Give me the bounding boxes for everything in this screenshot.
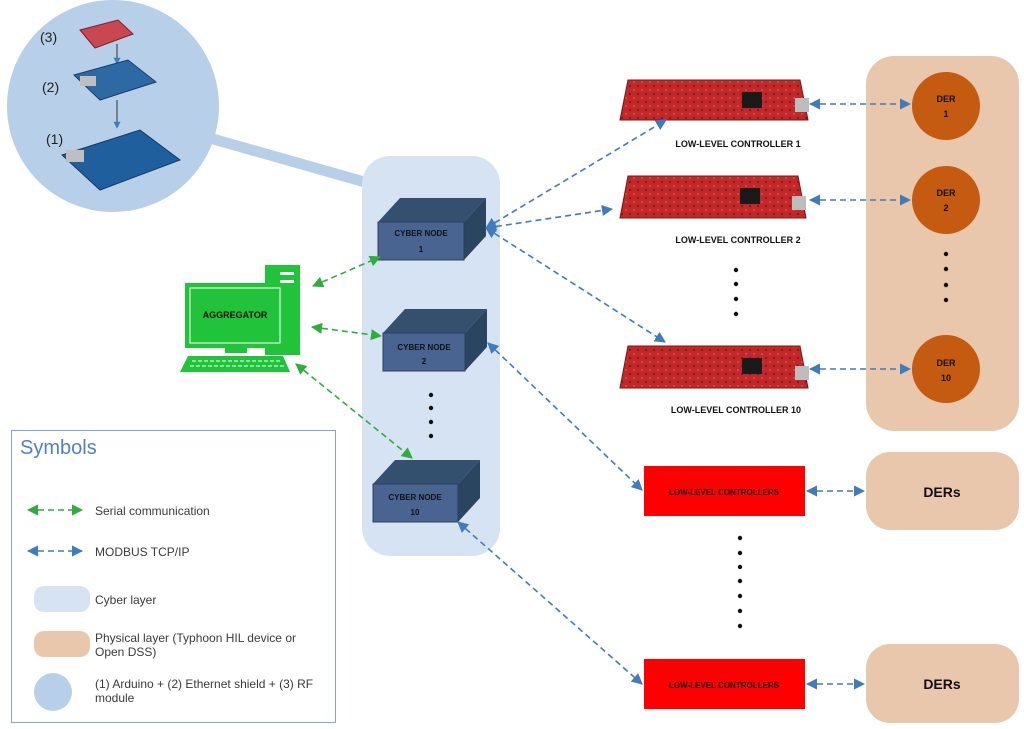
- group-controllers-2: LOW-LEVEL CONTROLLERS: [644, 659, 805, 709]
- cyber-node-10-label: CYBER NODE: [388, 493, 442, 502]
- controller-board-1: LOW-LEVEL CONTROLLER 1: [619, 79, 809, 149]
- ethernet-shield-board: [73, 59, 158, 101]
- arduino-board: [61, 129, 182, 191]
- cyber-node-1-label: CYBER NODE: [394, 229, 448, 238]
- group-controllers-2-label: LOW-LEVEL CONTROLLERS: [669, 681, 780, 690]
- legend-box: Symbols Serial communication MODBUS TCP/…: [11, 430, 336, 723]
- legend-serial-label: Serial communication: [95, 504, 210, 518]
- group-controllers-1-label: LOW-LEVEL CONTROLLERS: [669, 488, 780, 497]
- legend-physical-symbol: [34, 631, 90, 657]
- cyber-node-2-label: CYBER NODE: [397, 343, 451, 352]
- group-ders-2: DERs: [866, 644, 1019, 723]
- der-2-number: 2: [943, 203, 948, 213]
- der-2-label: DER: [936, 188, 956, 198]
- cyber-node-10-number: 10: [411, 508, 420, 517]
- legend-physical-label: Physical layer (Typhoon HIL device or Op…: [95, 631, 296, 659]
- cyber-node-2: CYBER NODE 2: [382, 309, 487, 372]
- modbus-node10-group2: [457, 521, 643, 685]
- group-ders-1: DERs: [866, 452, 1019, 530]
- der-ellipsis: [943, 251, 949, 303]
- modbus-node2-group1: [487, 342, 643, 491]
- serial-link-node-10: [295, 363, 413, 459]
- serial-link-node-1: [311, 255, 382, 288]
- der-10-number: 10: [941, 373, 951, 383]
- controller-board-2: LOW-LEVEL CONTROLLER 2: [619, 175, 807, 245]
- group-ders-2-label: DERs: [923, 676, 961, 692]
- physical-layer-band: [866, 56, 1019, 431]
- group-controllers-1: LOW-LEVEL CONTROLLERS: [644, 466, 805, 516]
- legend-title: Symbols: [20, 437, 97, 459]
- cyber-node-1: CYBER NODE 1: [377, 198, 486, 261]
- board-stack-group: (3) (2) (1): [7, 0, 219, 212]
- der-10: DER 10: [912, 335, 980, 403]
- der-10-label: DER: [936, 358, 956, 368]
- group-ders-1-label: DERs: [923, 484, 961, 500]
- controller-1-label: LOW-LEVEL CONTROLLER 1: [675, 139, 800, 149]
- board-label-3: (3): [40, 29, 57, 45]
- der-1-number: 1: [943, 109, 948, 119]
- serial-link-node-2: [310, 322, 383, 341]
- der-1-label: DER: [936, 94, 956, 104]
- board-label-1: (1): [46, 131, 63, 147]
- aggregator-computer: AGGREGATOR: [180, 265, 300, 372]
- controller-board-10: LOW-LEVEL CONTROLLER 10: [619, 345, 809, 415]
- cyber-node-10: CYBER NODE 10: [372, 460, 480, 523]
- cyber-node-1-number: 1: [419, 245, 424, 254]
- modbus-links: [457, 98, 912, 690]
- legend-modbus-label: MODBUS TCP/IP: [95, 545, 190, 559]
- board-label-2: (2): [42, 79, 59, 95]
- legend-modbus-symbol: [26, 545, 84, 557]
- controller-ellipsis: [733, 267, 739, 317]
- legend-cyber-symbol: [34, 586, 90, 612]
- modbus-node1-controller10: [485, 227, 666, 343]
- cyber-node-2-number: 2: [422, 357, 427, 366]
- der-1: DER 1: [912, 72, 980, 140]
- legend-board-stack-symbol: [34, 673, 72, 711]
- serial-links: [295, 255, 413, 459]
- legend-board-stack-label: (1) Arduino + (2) Ethernet shield + (3) …: [95, 677, 314, 705]
- aggregator-label: AGGREGATOR: [203, 310, 268, 320]
- modbus-node1-controller2: [484, 204, 614, 233]
- der-2: DER 2: [912, 166, 980, 234]
- controller-2-label: LOW-LEVEL CONTROLLER 2: [675, 235, 800, 245]
- group-controllers-ellipsis: [737, 535, 743, 629]
- controller-10-label: LOW-LEVEL CONTROLLER 10: [671, 405, 801, 415]
- legend-serial-symbol: [26, 504, 84, 516]
- cyber-node-ellipsis: [428, 392, 434, 439]
- legend-cyber-label: Cyber layer: [95, 593, 157, 607]
- rf-module-board: [79, 19, 134, 49]
- aggregator-keyboard: [180, 356, 290, 372]
